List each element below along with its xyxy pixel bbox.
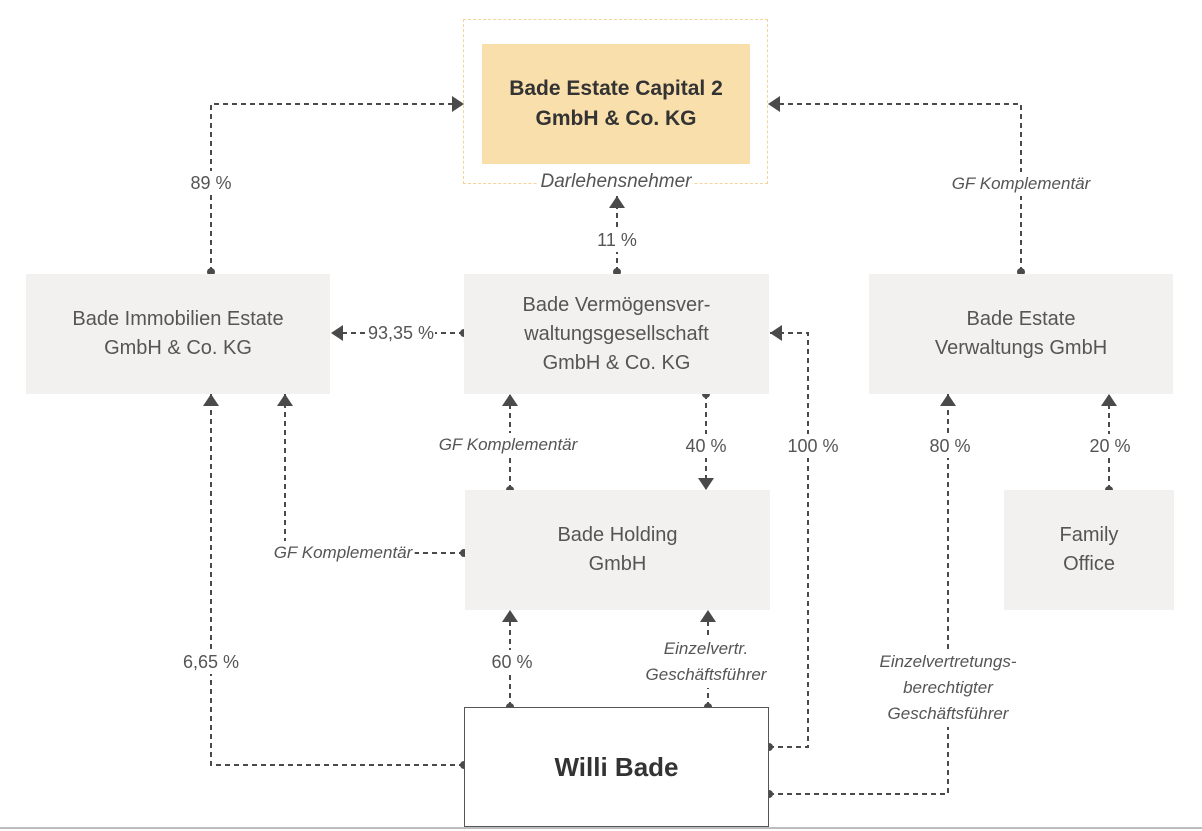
holding-name-line-1: Bade Holding	[557, 524, 678, 546]
label-immobilien-to-borrower: 89 %	[187, 171, 235, 195]
label-person-to-verwaltungs-md-line-2: berechtigter	[903, 678, 993, 697]
person-box: Willi Bade	[464, 707, 769, 827]
label-verwaltungs-to-borrower: GF Komplementär	[948, 172, 1094, 196]
label-person-to-verwaltungs-md-line-3: Geschäftsführer	[887, 704, 1009, 723]
edge-holding-to-vermoegen-arrowhead	[502, 394, 518, 406]
edge-person-to-holding-share-arrowhead	[502, 610, 518, 622]
borrower-role-label: Darlehensnehmer	[537, 170, 695, 194]
edge-vermoegen-to-borrower-arrowhead	[609, 196, 625, 208]
verwaltungs-name-line-1: Bade Estate	[966, 308, 1076, 330]
bottom-divider	[0, 827, 1202, 829]
immobilien-entity-box: Bade Immobilien Estate GmbH & Co. KG	[26, 274, 330, 394]
label-vermoegen-to-immobilien: 93,35 %	[366, 321, 436, 345]
edge-person-to-verwaltungs-arrowhead	[940, 394, 956, 406]
label-person-to-holding-md: Einzelvertr. Geschäftsführer	[642, 636, 770, 688]
label-holding-to-immobilien: GF Komplementär	[271, 541, 415, 565]
edge-holding-to-immobilien-arrowhead	[277, 394, 293, 406]
label-person-to-holding-share: 60 %	[488, 650, 536, 674]
label-family-to-verwaltungs: 20 %	[1086, 434, 1134, 458]
borrower-entity-box: Bade Estate Capital 2 GmbH & Co. KG	[482, 44, 750, 164]
family-office-line-1: Family	[1059, 524, 1119, 546]
label-vermoegen-to-borrower: 11 %	[594, 228, 640, 252]
edge-immobilien-to-borrower-arrowhead	[452, 96, 464, 112]
edge-vermoegen-to-immobilien-arrowhead	[331, 325, 343, 341]
edge-person-to-immobilien-line	[210, 394, 464, 766]
edge-vermoegen-to-holding-arrowhead	[698, 478, 714, 490]
edge-family-to-verwaltungs-arrowhead	[1101, 394, 1117, 406]
label-person-to-verwaltungs: 80 %	[926, 434, 974, 458]
family-office-line-2: Office	[1063, 553, 1115, 575]
edge-person-to-verwaltungs-line	[769, 394, 949, 795]
edge-immobilien-to-borrower-line	[210, 103, 464, 272]
edge-person-to-vermoegen-arrowhead	[770, 325, 782, 341]
immobilien-name-line-1: Bade Immobilien Estate	[72, 308, 284, 330]
borrower-name-line-2: GmbH & Co. KG	[535, 107, 697, 130]
edge-person-to-immobilien-arrowhead	[203, 394, 219, 406]
label-person-to-verwaltungs-md: Einzelvertretungs- berechtigter Geschäft…	[876, 649, 1020, 727]
vermoegen-entity-box: Bade Vermögensver- waltungsgesellschaft …	[464, 274, 769, 394]
vermoegen-name-line-2: waltungsgesellschaft	[524, 322, 709, 345]
person-name: Willi Bade	[554, 751, 679, 782]
holding-entity-box: Bade Holding GmbH	[465, 490, 770, 610]
edge-person-to-vermoegen-line	[769, 332, 809, 748]
label-person-to-immobilien: 6,65 %	[179, 650, 243, 674]
label-holding-to-vermoegen: GF Komplementär	[435, 433, 581, 457]
edge-person-to-holding-md-arrowhead	[700, 610, 716, 622]
edge-verwaltungs-to-borrower-line	[768, 103, 1022, 272]
verwaltungs-name-line-2: Verwaltungs GmbH	[934, 337, 1108, 359]
label-person-to-verwaltungs-md-line-1: Einzelvertretungs-	[879, 652, 1017, 671]
edge-holding-to-immobilien-line	[284, 394, 464, 554]
holding-name-line-2: GmbH	[588, 553, 647, 575]
verwaltungs-entity-box: Bade Estate Verwaltungs GmbH	[869, 274, 1173, 394]
edge-verwaltungs-to-borrower-arrowhead	[768, 96, 780, 112]
label-person-to-holding-md-line-2: Geschäftsführer	[645, 665, 767, 684]
label-person-to-vermoegen: 100 %	[784, 434, 842, 458]
family-office-entity-box: Family Office	[1004, 490, 1174, 610]
vermoegen-name-line-3: GmbH & Co. KG	[542, 351, 691, 374]
borrower-name-line-1: Bade Estate Capital 2	[509, 77, 723, 100]
label-vermoegen-to-holding: 40 %	[682, 434, 730, 458]
immobilien-name-line-2: GmbH & Co. KG	[104, 337, 252, 359]
label-person-to-holding-md-line-1: Einzelvertr.	[663, 639, 749, 658]
vermoegen-name-line-1: Bade Vermögensver-	[522, 293, 711, 316]
